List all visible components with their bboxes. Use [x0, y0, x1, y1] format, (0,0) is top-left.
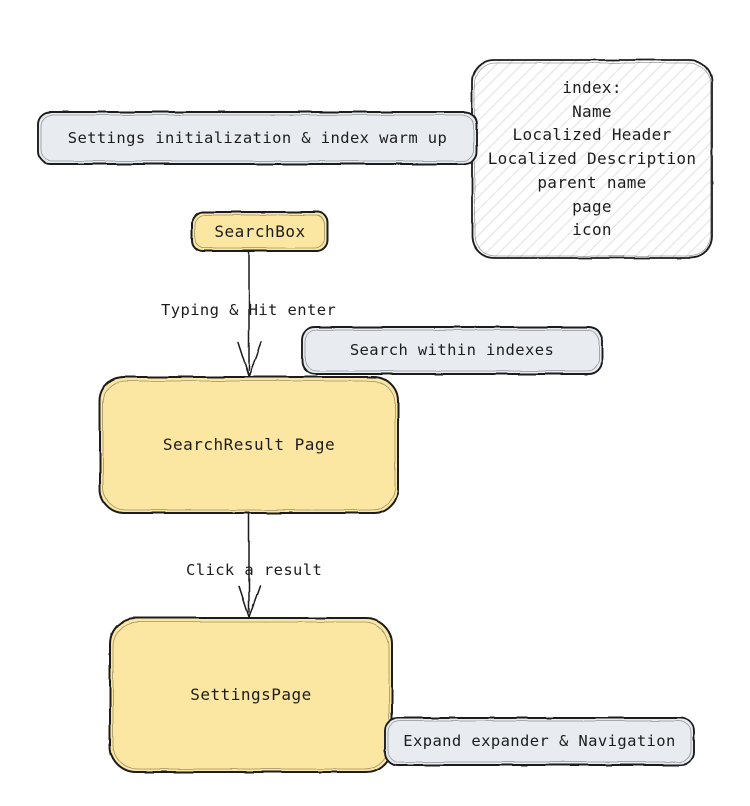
edge-label-click-a-result: Click a result	[186, 561, 323, 579]
node-search-within-note	[301, 326, 603, 375]
edge-result-to-settings	[238, 512, 261, 618]
node-search-result-page	[99, 376, 399, 514]
node-settings-page	[109, 617, 393, 773]
node-index-note	[471, 59, 713, 259]
edge-searchbox-to-result	[237, 250, 262, 377]
node-expand-expander-note	[384, 717, 695, 766]
edge-label-typing-hit-enter: Typing & Hit enter	[161, 301, 337, 319]
node-settings-init-note	[37, 111, 478, 165]
node-search-box	[191, 211, 329, 252]
